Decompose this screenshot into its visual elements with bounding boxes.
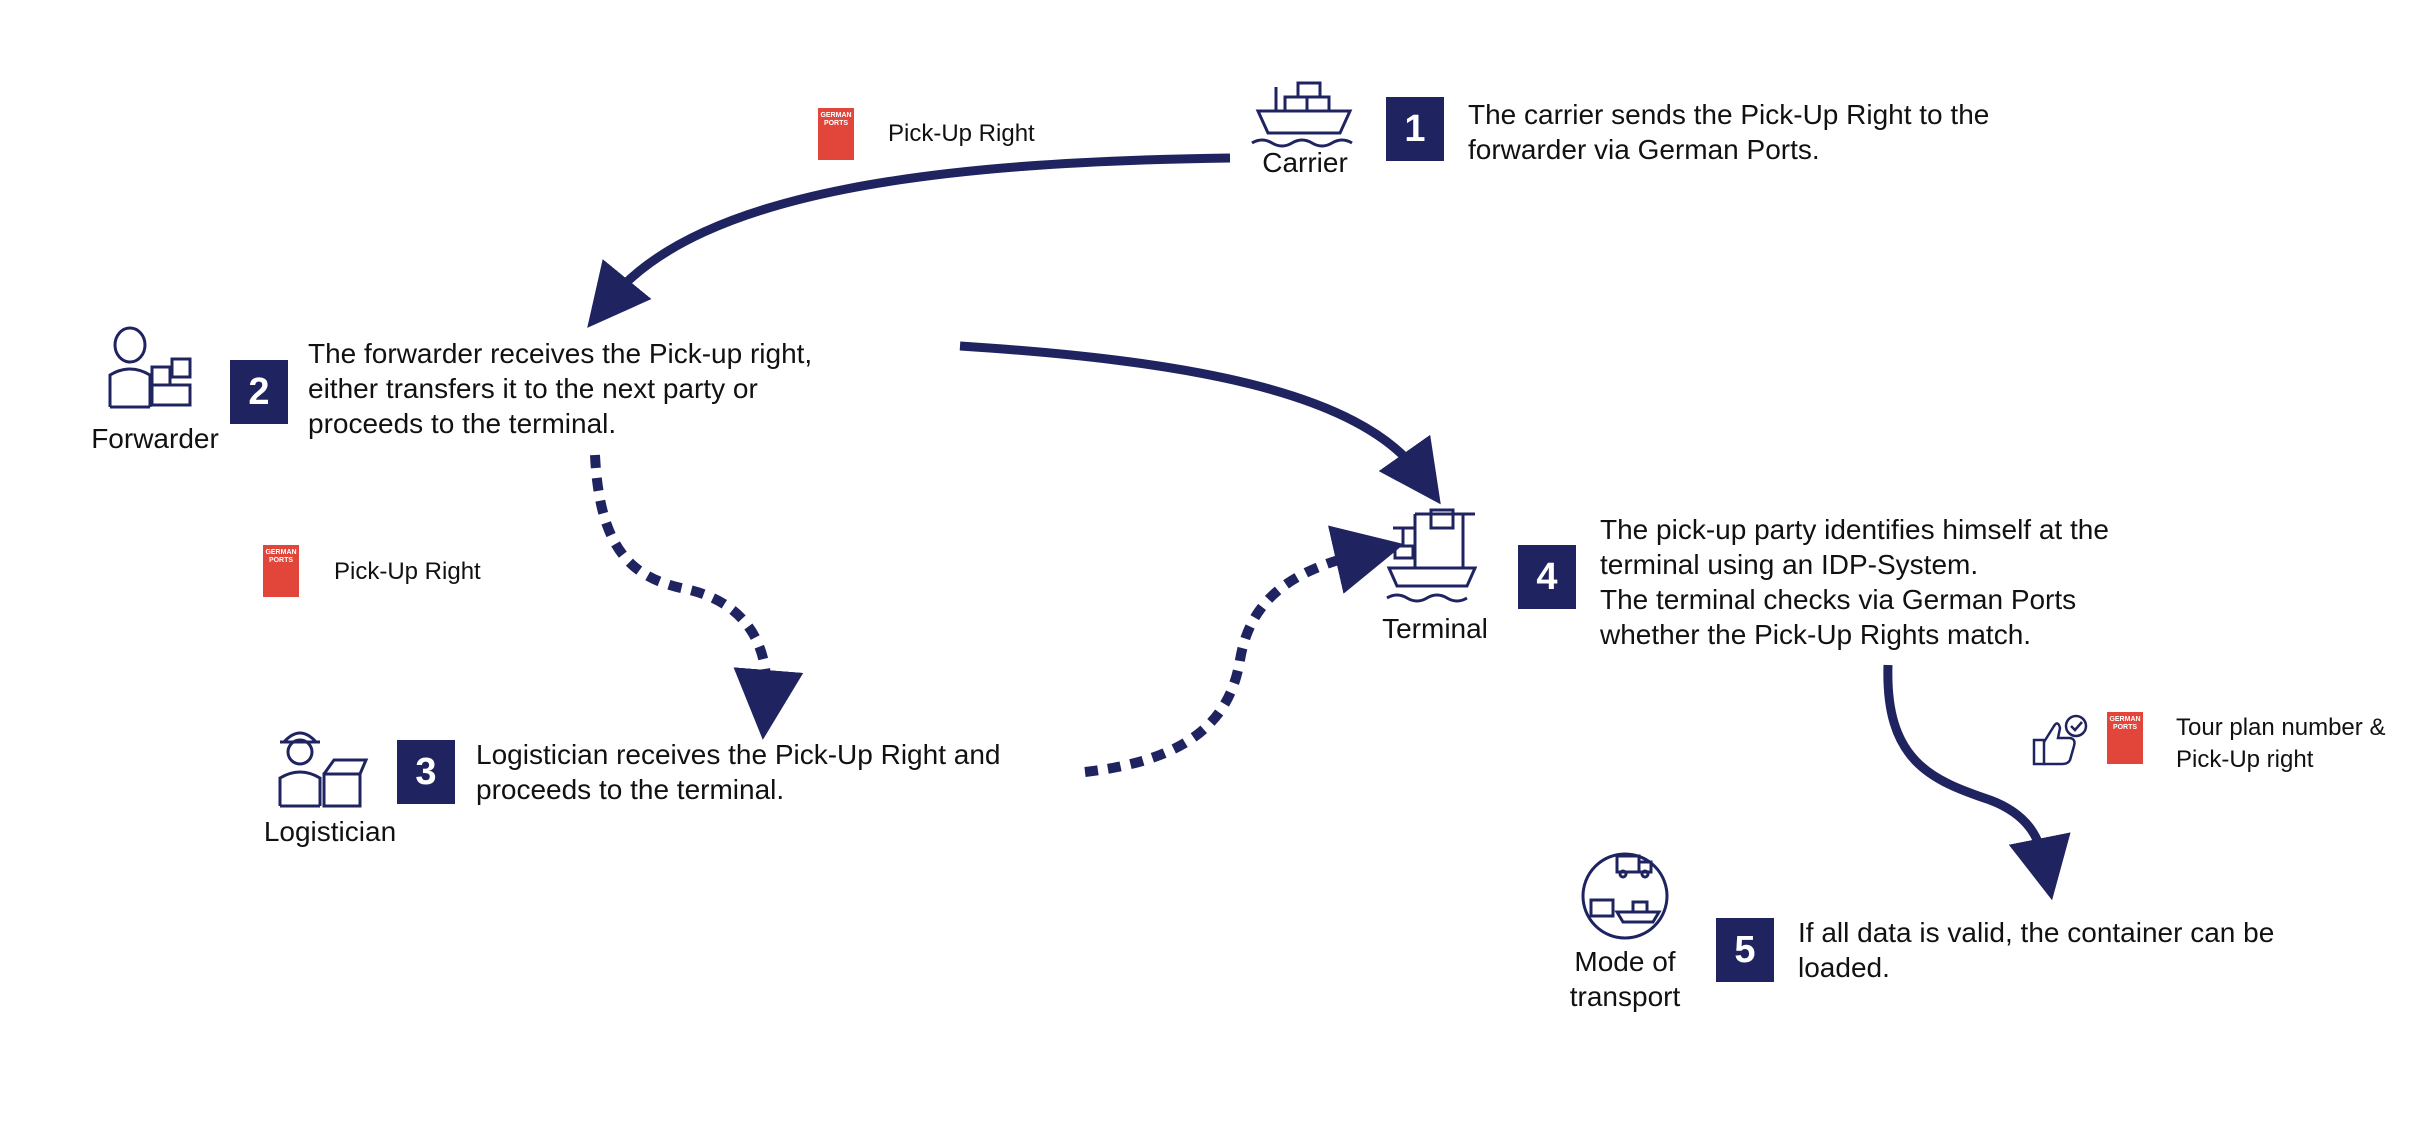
step-1-line: forwarder via German Ports. bbox=[1468, 134, 1820, 165]
pickup-right-label-2: Pick-Up Right bbox=[334, 558, 481, 585]
arrow-forwarder-to-logistician bbox=[590, 454, 804, 740]
german-ports-logo-icon: GERMAN PORTS bbox=[2107, 712, 2143, 764]
logistician-label: Logistician bbox=[263, 816, 397, 847]
step-2-description: The forwarder receives the Pick-up right… bbox=[308, 336, 1008, 441]
logistician-node: Logistician bbox=[250, 722, 410, 852]
step-1-line: The carrier sends the Pick-Up Right to t… bbox=[1468, 99, 1990, 130]
step-2-badge: 2 bbox=[230, 360, 288, 424]
step-5-badge: 5 bbox=[1716, 918, 1774, 982]
forwarder-label: Forwarder bbox=[91, 423, 219, 454]
step-5-line: loaded. bbox=[1798, 952, 1890, 983]
logo-text: PORTS bbox=[823, 120, 849, 127]
arrow-logistician-to-terminal bbox=[1084, 525, 1405, 777]
transport-label-line: transport bbox=[1569, 981, 1681, 1012]
forwarder-node: Forwarder bbox=[80, 325, 230, 460]
step-5-description: If all data is valid, the container can … bbox=[1798, 915, 2418, 985]
german-ports-logo-icon: GERMAN PORTS bbox=[818, 108, 854, 160]
step-3-line: Logistician receives the Pick-Up Right a… bbox=[476, 739, 1001, 770]
transport-mode-icon bbox=[1581, 852, 1669, 940]
logo-text: GERMAN bbox=[2109, 716, 2141, 723]
arrow-forwarder-to-terminal bbox=[959, 341, 1441, 505]
step-3-line: proceeds to the terminal. bbox=[476, 774, 785, 805]
crane-terminal-icon bbox=[1386, 508, 1478, 603]
step-2-line: proceeds to the terminal. bbox=[308, 408, 617, 439]
step-4-description: The pick-up party identifies himself at … bbox=[1600, 512, 2320, 652]
arrow-terminal-to-transport bbox=[1883, 664, 2071, 901]
forwarder-person-icon bbox=[108, 326, 192, 409]
tour-plan-line: Tour plan number & bbox=[2176, 714, 2386, 741]
tour-plan-label: Tour plan number & Pick-Up right bbox=[2176, 712, 2426, 776]
arrow-carrier-to-forwarder bbox=[587, 153, 1231, 328]
pickup-right-label-1: Pick-Up Right bbox=[888, 120, 1035, 147]
transport-label-line: Mode of bbox=[1574, 946, 1676, 977]
step-2-line: either transfers it to the next party or bbox=[308, 373, 758, 404]
step-4-line: The terminal checks via German Ports bbox=[1600, 584, 2077, 615]
ship-icon bbox=[1251, 81, 1353, 148]
logo-text: GERMAN bbox=[820, 112, 852, 119]
step-3-description: Logistician receives the Pick-Up Right a… bbox=[476, 737, 1176, 807]
logo-text: GERMAN bbox=[265, 549, 297, 556]
step-2-line: The forwarder receives the Pick-up right… bbox=[308, 338, 813, 369]
transport-node: Mode of transport bbox=[1555, 850, 1695, 1020]
step-4-line: whether the Pick-Up Rights match. bbox=[1600, 619, 2032, 650]
step-4-line: The pick-up party identifies himself at … bbox=[1600, 514, 2109, 545]
logistician-person-icon bbox=[278, 731, 369, 808]
logo-text: PORTS bbox=[268, 557, 294, 564]
german-ports-logo-icon: GERMAN PORTS bbox=[263, 545, 299, 597]
step-4-line: terminal using an IDP-System. bbox=[1600, 549, 1979, 580]
step-5-line: If all data is valid, the container can … bbox=[1798, 917, 2275, 948]
step-3-badge: 3 bbox=[397, 740, 455, 804]
carrier-label: Carrier bbox=[1262, 147, 1348, 178]
thumbs-up-check-icon bbox=[2032, 714, 2088, 766]
transport-label: Mode of transport bbox=[1555, 944, 1695, 1014]
logo-text: PORTS bbox=[2112, 724, 2138, 731]
terminal-node: Terminal bbox=[1365, 508, 1505, 648]
step-1-badge: 1 bbox=[1386, 97, 1444, 161]
carrier-node: Carrier bbox=[1240, 75, 1370, 185]
step-4-badge: 4 bbox=[1518, 545, 1576, 609]
tour-plan-line: Pick-Up right bbox=[2176, 746, 2314, 773]
terminal-label: Terminal bbox=[1382, 613, 1488, 644]
step-1-description: The carrier sends the Pick-Up Right to t… bbox=[1468, 97, 2168, 167]
